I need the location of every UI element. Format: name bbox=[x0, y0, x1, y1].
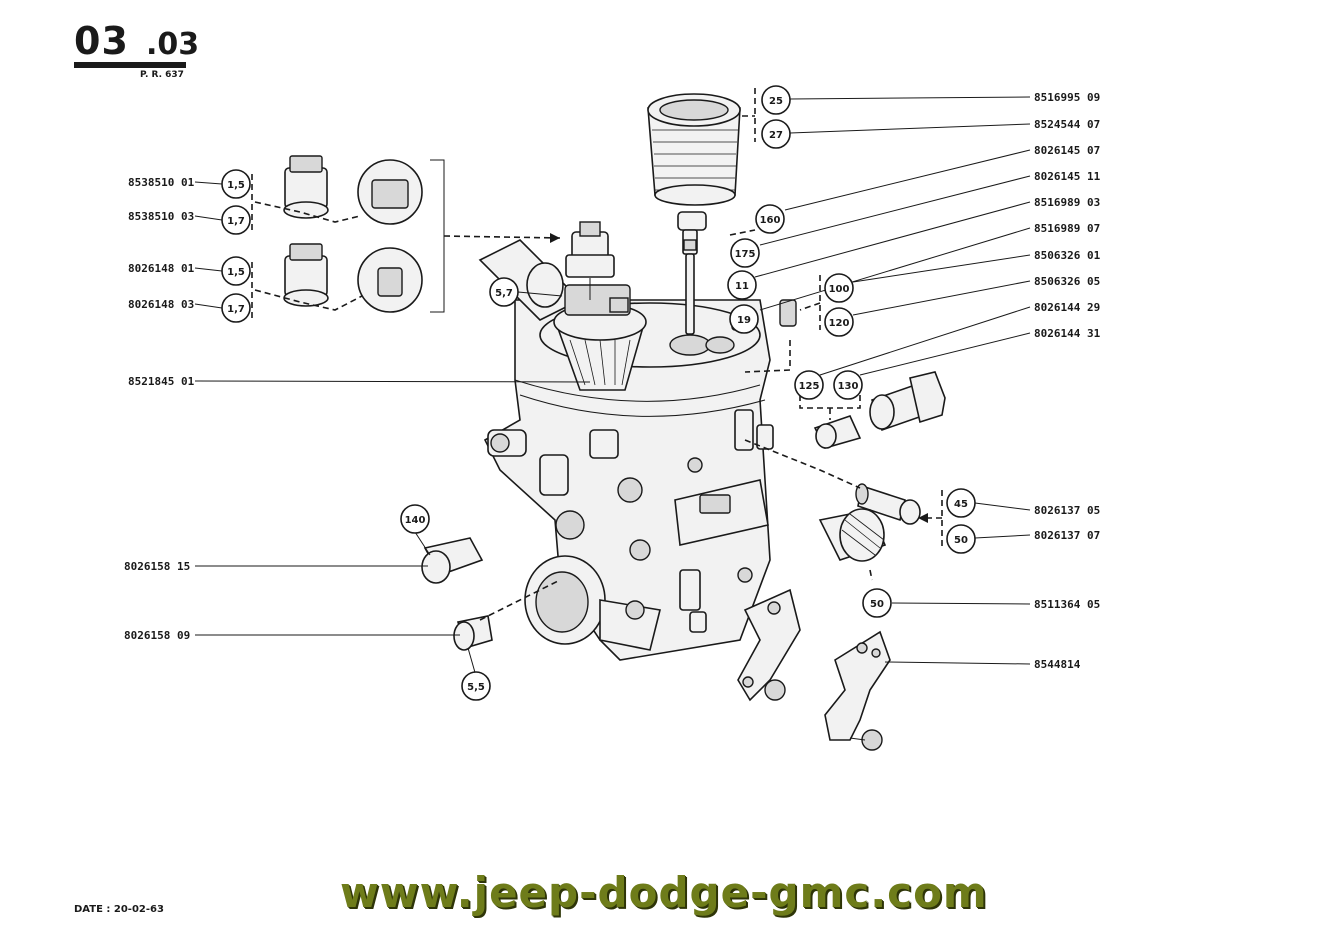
callout-part-number: 8026158 09 bbox=[124, 629, 190, 642]
callout-bubble bbox=[794, 370, 824, 400]
callout-bubble bbox=[946, 488, 976, 518]
callout-part-number: 8026144 31 bbox=[1034, 327, 1101, 340]
callout-bubble-number: 5,7 bbox=[495, 288, 513, 299]
callout-c7: 8026158 15 140 bbox=[124, 504, 430, 573]
callout-bubble-number: 120 bbox=[829, 318, 850, 329]
callout-bubble bbox=[824, 307, 854, 337]
callout-bubble-number: 11 bbox=[735, 281, 749, 292]
callout-bubble bbox=[824, 273, 854, 303]
date-stamp: DATE : 20-02-63 bbox=[74, 904, 164, 915]
callout-part-number: 8516995 09 bbox=[1034, 91, 1100, 104]
callout-part-number: 8026145 11 bbox=[1034, 170, 1101, 183]
callout-c9: 25 8516995 09 bbox=[761, 85, 1100, 115]
callout-c21: 50 8511364 05 bbox=[862, 588, 1100, 618]
callout-bubble bbox=[221, 169, 251, 199]
callout-bubble-number: 27 bbox=[769, 130, 783, 141]
callout-part-number: 8026148 03 bbox=[128, 298, 194, 311]
callout-c14: 19 8516989 07 bbox=[729, 222, 1100, 334]
callout-bubble-number: 19 bbox=[737, 315, 751, 326]
callout-bubble bbox=[862, 588, 892, 618]
callout-bubble-number: 160 bbox=[760, 215, 781, 226]
callout-part-number: 8521845 01 bbox=[128, 375, 195, 388]
callout-bubble-number: 25 bbox=[769, 96, 783, 107]
carburetor-body-drawing bbox=[478, 221, 801, 702]
callout-bubble bbox=[400, 504, 430, 534]
callout-c2: 8538510 03 1,7 bbox=[128, 205, 251, 235]
callout-c11: 160 8026145 07 bbox=[755, 144, 1100, 234]
callout-bubble-number: 140 bbox=[405, 515, 426, 526]
callout-part-number: 8026148 01 bbox=[128, 262, 195, 275]
needle-valve-drawing bbox=[677, 211, 707, 335]
callout-c16: 120 8506326 05 bbox=[824, 275, 1100, 337]
callout-part-number: 8516989 03 bbox=[1034, 196, 1100, 209]
callout-bubble-number: 130 bbox=[838, 381, 859, 392]
callout-bubble-number: 50 bbox=[870, 599, 884, 610]
callout-part-number: 8511364 05 bbox=[1034, 598, 1100, 611]
callout-part-number: 8538510 03 bbox=[128, 210, 194, 223]
callout-part-number: 8026158 15 bbox=[124, 560, 190, 573]
callout-bubble bbox=[489, 277, 519, 307]
callout-c4: 8026148 03 1,7 bbox=[128, 293, 251, 323]
callout-bubble-number: 175 bbox=[735, 249, 756, 260]
callout-bubble bbox=[727, 270, 757, 300]
callout-part-number: 8538510 01 bbox=[128, 176, 195, 189]
page-reference: P. R. 637 bbox=[140, 70, 184, 80]
filter-screen-drawing bbox=[647, 93, 741, 206]
callout-c6: 5,7 bbox=[489, 277, 519, 307]
callout-bubble-number: 50 bbox=[954, 535, 968, 546]
section-subnumber: .03 bbox=[146, 27, 200, 62]
callout-part-number: 8026137 05 bbox=[1034, 504, 1100, 517]
callout-bubble bbox=[833, 370, 863, 400]
callout-c5: 8521845 01 bbox=[128, 375, 195, 388]
callout-c3: 8026148 01 1,5 bbox=[128, 256, 251, 286]
callout-bubble-number: 1,5 bbox=[227, 180, 245, 191]
callout-bubble bbox=[729, 304, 759, 334]
callout-bubble bbox=[730, 238, 760, 268]
callout-bubble-number: 5,5 bbox=[467, 682, 485, 693]
callout-c12: 175 8026145 11 bbox=[730, 170, 1101, 268]
callout-c1: 8538510 01 1,5 bbox=[128, 169, 251, 199]
callout-labels: 8538510 01 1,5 8538510 03 1,7 8026148 01 1,… bbox=[124, 85, 1101, 701]
callout-bubble bbox=[761, 85, 791, 115]
callout-part-number: 8544814 bbox=[1034, 658, 1081, 671]
callout-c8: 8026158 09 5,5 bbox=[124, 629, 491, 701]
callout-c22: 8544814 bbox=[1034, 658, 1081, 671]
callout-part-number: 8506326 05 bbox=[1034, 275, 1100, 288]
callout-bubble-number: 1,7 bbox=[227, 216, 245, 227]
inset-drawings bbox=[283, 155, 423, 313]
callout-part-number: 8026137 07 bbox=[1034, 529, 1100, 542]
callout-bubble-number: 1,5 bbox=[227, 267, 245, 278]
callout-c17: 125 8026144 29 bbox=[794, 301, 1100, 400]
callout-bubble bbox=[221, 205, 251, 235]
callout-bubble-number: 45 bbox=[954, 499, 968, 510]
callout-part-number: 8524544 07 bbox=[1034, 118, 1100, 131]
callout-bubble-number: 100 bbox=[829, 284, 850, 295]
callout-c19: 45 8026137 05 bbox=[946, 488, 1100, 518]
callout-c20: 50 8026137 07 bbox=[946, 524, 1100, 554]
callout-c18: 130 8026144 31 bbox=[833, 327, 1101, 400]
callout-part-number: 8506326 01 bbox=[1034, 249, 1101, 262]
callout-bubble bbox=[761, 119, 791, 149]
callout-part-number: 8516989 07 bbox=[1034, 222, 1100, 235]
leader-lines bbox=[194, 88, 1031, 677]
header-underline bbox=[74, 62, 186, 68]
callout-part-number: 8026145 07 bbox=[1034, 144, 1100, 157]
callout-bubble-number: 1,7 bbox=[227, 304, 245, 315]
callout-bubble-number: 125 bbox=[799, 381, 820, 392]
callout-bubble bbox=[755, 204, 785, 234]
website-watermark: www.jeep-dodge-gmc.com bbox=[340, 868, 988, 917]
callout-bubble bbox=[221, 293, 251, 323]
section-number: 03 bbox=[74, 19, 129, 63]
callout-c15: 100 8506326 01 bbox=[824, 249, 1101, 303]
callout-part-number: 8026144 29 bbox=[1034, 301, 1100, 314]
callout-bubble bbox=[221, 256, 251, 286]
callout-c13: 11 8516989 03 bbox=[727, 196, 1100, 300]
callout-bubble bbox=[946, 524, 976, 554]
callout-c10: 27 8524544 07 bbox=[761, 118, 1100, 149]
callout-bubble bbox=[461, 671, 491, 701]
